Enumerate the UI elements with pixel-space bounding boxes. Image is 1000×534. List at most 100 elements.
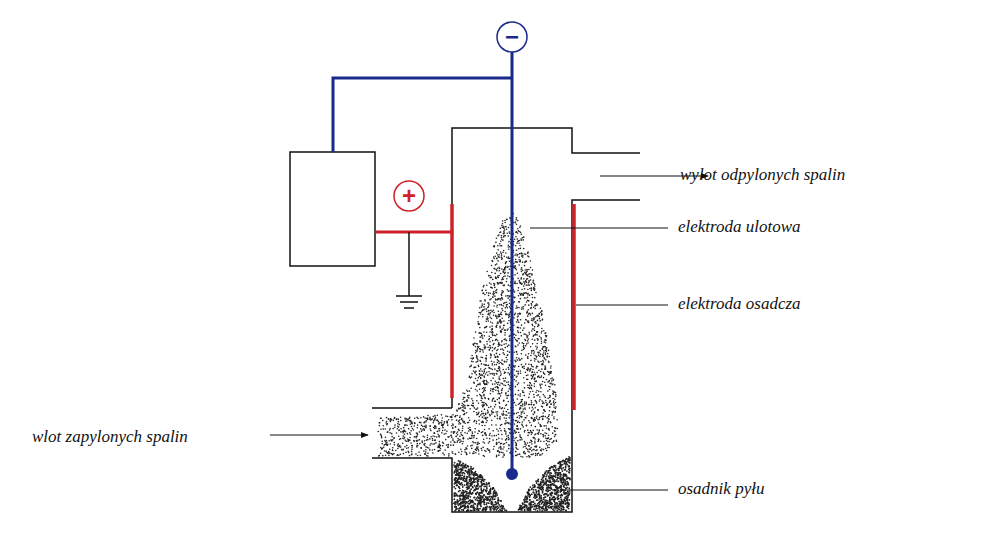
dust-particle	[416, 445, 418, 447]
dust-particle	[462, 443, 464, 445]
dust-particle	[388, 440, 390, 442]
dust-particle	[524, 269, 526, 271]
dust-particle	[417, 418, 419, 420]
dust-particle	[487, 347, 489, 349]
dust-particle	[447, 416, 449, 418]
dust-particle	[496, 252, 498, 254]
dust-particle	[497, 382, 499, 384]
dust-particle	[482, 388, 484, 390]
dust-particle	[519, 422, 521, 424]
dust-particle	[437, 414, 439, 416]
dust-particle	[526, 375, 528, 377]
dust-particle	[493, 312, 495, 314]
dust-particle	[521, 271, 523, 273]
dust-particle	[497, 415, 499, 417]
dust-particle	[483, 286, 485, 288]
dust-particle	[469, 419, 471, 421]
dust-particle	[535, 323, 537, 325]
dust-particle	[481, 411, 483, 413]
dust-particle	[522, 456, 524, 458]
dust-particle	[514, 379, 516, 381]
dust-particle	[475, 378, 477, 380]
dust-particle	[538, 354, 540, 356]
dust-particle	[491, 318, 493, 320]
dust-particle	[520, 269, 522, 271]
dust-particle	[490, 406, 492, 408]
dust-particle	[471, 373, 473, 375]
dust-particle	[521, 358, 523, 360]
dust-particle	[501, 254, 503, 256]
dust-particle	[432, 452, 434, 454]
dust-particle	[506, 411, 508, 413]
dust-particle	[444, 429, 446, 431]
dust-particle	[520, 411, 522, 413]
dust-particle	[487, 410, 489, 412]
dust-particle	[507, 232, 509, 234]
dust-particle	[528, 309, 530, 311]
dust-particle	[489, 441, 491, 443]
dust-particle	[514, 291, 516, 293]
dust-particle	[491, 311, 493, 313]
dust-particle	[492, 296, 494, 298]
dust-particle	[485, 451, 487, 453]
dust-particle	[504, 380, 506, 382]
dust-particle	[514, 314, 516, 316]
dust-particle	[405, 420, 407, 422]
dust-particle	[508, 437, 510, 439]
dust-particle	[513, 282, 515, 284]
dust-particle	[534, 407, 536, 409]
dust-particle	[491, 331, 493, 333]
dust-particle	[482, 416, 484, 418]
dust-particle	[544, 432, 546, 434]
dust-particle	[380, 428, 382, 430]
dust-particle	[482, 420, 484, 422]
dust-particle	[477, 321, 479, 323]
dust-particle	[532, 269, 534, 271]
dust-particle	[540, 454, 542, 456]
dust-particle	[498, 311, 500, 313]
dust-particle	[498, 434, 500, 436]
dust-particle	[545, 384, 547, 386]
dust-particle	[458, 423, 460, 425]
dust-particle	[419, 431, 421, 433]
dust-particle	[545, 347, 547, 349]
dust-particle	[389, 453, 391, 455]
dust-particle	[484, 376, 486, 378]
dust-particle	[421, 429, 423, 431]
dust-particle	[551, 442, 553, 444]
dust-particle	[543, 361, 545, 363]
dust-particle	[477, 442, 479, 444]
dust-particle	[490, 312, 492, 314]
dust-particle	[462, 425, 464, 427]
dust-particle	[520, 456, 522, 458]
dust-particle	[541, 319, 543, 321]
dust-particle	[489, 347, 491, 349]
dust-particle	[498, 256, 500, 258]
dust-particle	[503, 269, 505, 271]
dust-particle	[541, 448, 543, 450]
dust-particle	[491, 424, 493, 426]
dust-particle	[491, 419, 493, 421]
dust-particle	[543, 372, 545, 374]
dust-particle	[503, 378, 505, 380]
dust-particle	[554, 399, 556, 401]
dust-particle	[499, 369, 501, 371]
dust-particle	[382, 455, 384, 457]
dust-particle	[448, 436, 450, 438]
dust-particle	[500, 311, 502, 313]
dust-particle	[499, 428, 501, 430]
dust-particle	[504, 222, 506, 224]
dust-particle	[492, 398, 494, 400]
dust-particle	[522, 270, 524, 272]
dust-particle	[501, 290, 503, 292]
dust-particle	[386, 424, 388, 426]
dust-particle	[539, 399, 541, 401]
dust-particle	[490, 388, 492, 390]
dust-particle	[481, 363, 483, 365]
dust-particle	[472, 441, 474, 443]
dust-particle	[531, 443, 533, 445]
dust-particle	[540, 433, 542, 435]
dust-particle	[527, 379, 529, 381]
dust-particle	[525, 354, 527, 356]
